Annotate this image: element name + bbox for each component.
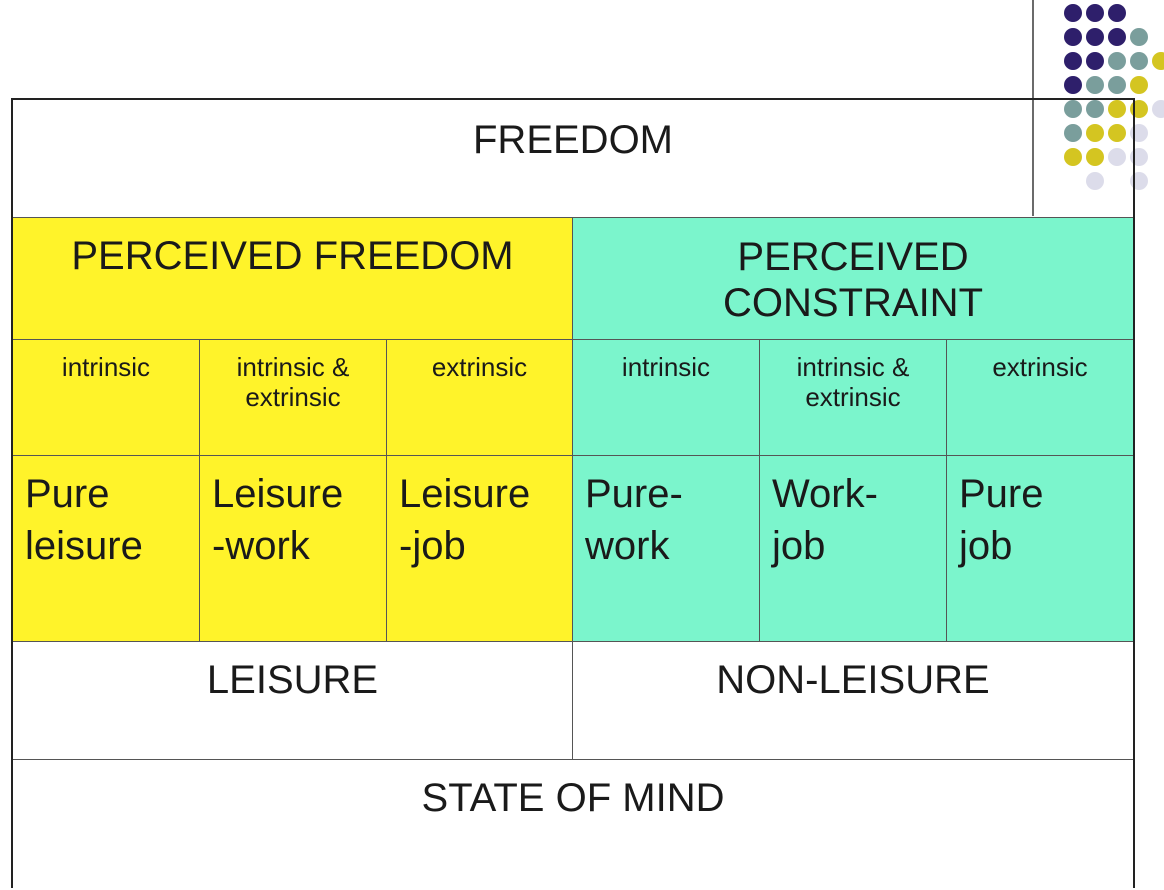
decor-dot bbox=[1086, 28, 1104, 46]
activity-label-line-2: -job bbox=[399, 524, 466, 568]
leisure-diagram: FREEDOM PERCEIVED FREEDOM PERCEIVED CONS… bbox=[11, 98, 1135, 888]
leisure-label: LEISURE bbox=[206, 658, 379, 702]
activity-pure-job: Pure job bbox=[947, 456, 1133, 642]
activity-pure-leisure: Pure leisure bbox=[13, 456, 200, 642]
leisure-section: LEISURE bbox=[13, 642, 573, 760]
motivation-label-line-2: extrinsic bbox=[805, 382, 901, 412]
perceived-freedom-label: PERCEIVED FREEDOM bbox=[71, 234, 514, 278]
motivation-label-line-1: intrinsic & bbox=[796, 352, 910, 382]
decor-dot bbox=[1152, 52, 1164, 70]
activity-work-job: Work- job bbox=[760, 456, 947, 642]
activity-label-line-2: job bbox=[959, 524, 1013, 568]
motivation-intrinsic-constraint: intrinsic bbox=[573, 340, 760, 456]
activity-leisure-work: Leisure -work bbox=[200, 456, 387, 642]
motivation-label: intrinsic bbox=[621, 352, 711, 382]
state-of-mind-label: STATE OF MIND bbox=[421, 776, 725, 820]
decor-dot bbox=[1064, 4, 1082, 22]
activity-label-line-2: -work bbox=[212, 524, 310, 568]
motivation-label-line-2: extrinsic bbox=[245, 382, 341, 412]
motivation-label: intrinsic bbox=[61, 352, 151, 382]
activity-label-line-1: Pure- bbox=[585, 472, 683, 516]
decor-dot bbox=[1108, 52, 1126, 70]
decor-dot bbox=[1064, 76, 1082, 94]
decor-dot bbox=[1086, 76, 1104, 94]
activity-label-line-1: Pure bbox=[25, 472, 110, 516]
activity-label-line-1: Leisure bbox=[212, 472, 344, 516]
motivation-both-constraint: intrinsic & extrinsic bbox=[760, 340, 947, 456]
motivation-extrinsic-constraint: extrinsic bbox=[947, 340, 1133, 456]
activity-label-line-2: leisure bbox=[25, 524, 143, 568]
decor-dot bbox=[1064, 52, 1082, 70]
activity-label-line-1: Work- bbox=[772, 472, 878, 516]
decor-dot bbox=[1064, 28, 1082, 46]
decor-dot bbox=[1108, 4, 1126, 22]
activity-leisure-job: Leisure -job bbox=[387, 456, 573, 642]
freedom-header: FREEDOM bbox=[13, 100, 1133, 218]
activity-pure-work: Pure- work bbox=[573, 456, 760, 642]
decor-dot bbox=[1108, 28, 1126, 46]
perceived-constraint-line-1: PERCEIVED bbox=[737, 235, 969, 279]
motivation-intrinsic-freedom: intrinsic bbox=[13, 340, 200, 456]
motivation-label: extrinsic bbox=[992, 352, 1088, 382]
perceived-constraint-header: PERCEIVED CONSTRAINT bbox=[573, 218, 1133, 340]
activity-label-line-2: work bbox=[585, 524, 670, 568]
decor-dot bbox=[1152, 100, 1164, 118]
freedom-label: FREEDOM bbox=[473, 118, 673, 162]
decor-dot bbox=[1130, 52, 1148, 70]
decor-dot bbox=[1130, 76, 1148, 94]
decorative-divider-line bbox=[1032, 0, 1034, 216]
activity-label-line-1: Pure bbox=[959, 472, 1044, 516]
decor-dot bbox=[1086, 52, 1104, 70]
non-leisure-label: NON-LEISURE bbox=[716, 658, 990, 702]
activity-label-line-1: Leisure bbox=[399, 472, 531, 516]
motivation-label-line-1: intrinsic & bbox=[236, 352, 350, 382]
perceived-constraint-line-2: CONSTRAINT bbox=[723, 281, 983, 325]
motivation-label: extrinsic bbox=[431, 352, 528, 382]
motivation-extrinsic-freedom: extrinsic bbox=[387, 340, 573, 456]
decor-dot bbox=[1108, 76, 1126, 94]
motivation-both-freedom: intrinsic & extrinsic bbox=[200, 340, 387, 456]
state-of-mind-section: STATE OF MIND bbox=[13, 760, 1133, 890]
perceived-freedom-header: PERCEIVED FREEDOM bbox=[13, 218, 573, 340]
activity-label-line-2: job bbox=[772, 524, 826, 568]
non-leisure-section: NON-LEISURE bbox=[573, 642, 1133, 760]
decor-dot bbox=[1086, 4, 1104, 22]
decor-dot bbox=[1130, 28, 1148, 46]
